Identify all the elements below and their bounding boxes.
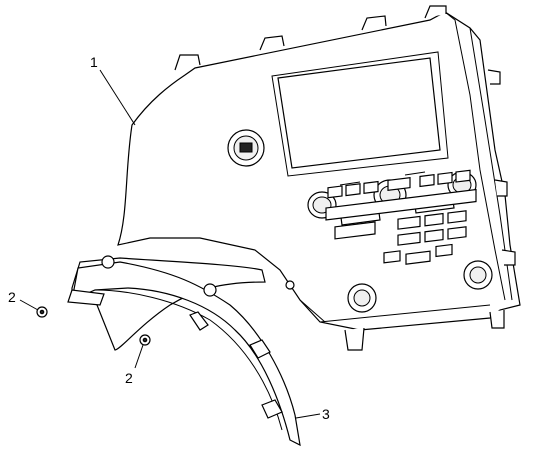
leader-line-2b	[134, 344, 144, 369]
leader-line-2a	[19, 299, 39, 311]
callout-3: 3	[322, 406, 330, 422]
callout-2a: 2	[8, 289, 16, 305]
callout-2b: 2	[125, 370, 133, 386]
curved-trim-part-3	[67, 255, 301, 447]
leader-line-1	[99, 69, 136, 126]
fastener-2a	[36, 306, 48, 318]
trim-panel-part-1	[117, 5, 521, 351]
fastener-2b	[139, 334, 151, 346]
callout-1: 1	[90, 54, 98, 70]
button-grid	[325, 169, 477, 265]
leader-line-3	[295, 413, 321, 419]
